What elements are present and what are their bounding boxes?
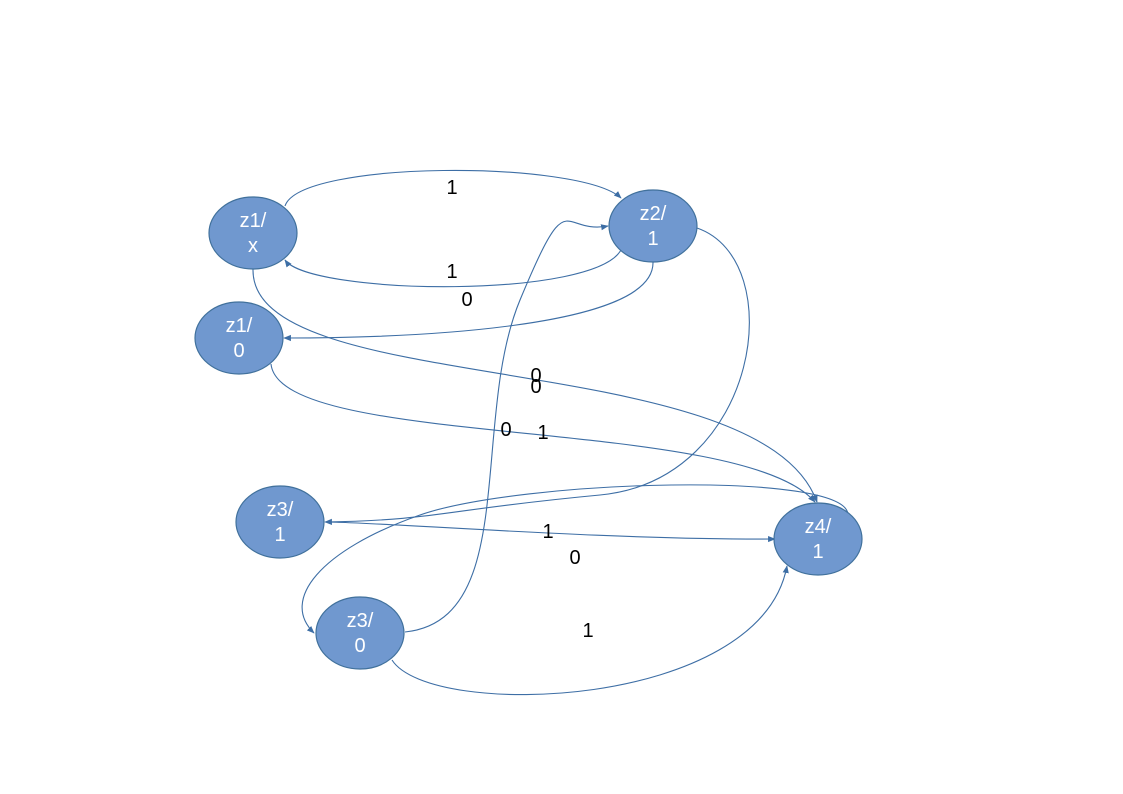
state-node-output: 1 [274,524,285,546]
edge-z4_1-to-z3_0 [301,484,849,634]
state-node-name: z3/ [347,610,374,632]
edge-z3_1-to-z4_1 [324,521,776,543]
edge-z3_0-to-z4_1 [391,565,789,696]
state-node-z1x: z1/x [208,196,298,270]
edge-z1x-to-z4_1 [252,268,818,503]
edge-z2_1-to-z1x [284,247,623,288]
state-node-name: z4/ [805,516,832,538]
edge-label-z4_1-to-z3_0: 0 [569,547,580,569]
state-node-z2_1: z2/1 [608,189,698,263]
edge-z3_0-to-z2_1 [404,220,609,633]
state-node-shape [208,196,298,270]
state-node-shape [608,189,698,263]
edge-z1_0-to-z4_1 [270,363,816,503]
state-node-shape [235,485,325,559]
state-node-name: z2/ [640,203,667,225]
edge-label-z1x-to-z4_1: 0 [530,365,541,387]
state-node-output: 0 [354,635,365,657]
state-node-shape [194,301,284,375]
edge-label-z1_0-to-z4_1: 1 [537,422,548,444]
state-node-output: 0 [233,340,244,362]
state-node-z3_1: z3/1 [235,485,325,559]
edge-z1x-to-z2_1 [284,169,622,207]
edge-label-z2_1-to-z1_0: 0 [461,289,472,311]
state-node-name: z3/ [267,499,294,521]
state-node-output: 1 [812,541,823,563]
edge-label-z3_1-to-z4_1: 0 [530,376,541,398]
edge-z2_1-to-z1_0 [283,261,654,342]
state-node-output: x [248,235,258,257]
state-node-z4_1: z4/1 [773,502,863,576]
edge-z2_1-to-z3_1 [324,227,750,525]
edges-layer [252,169,849,696]
state-node-name: z1/ [226,315,253,337]
state-node-shape [773,502,863,576]
state-node-z3_0: z3/0 [315,596,405,670]
state-node-name: z1/ [240,210,267,232]
edge-label-z3_0-to-z2_1: 0 [500,419,511,441]
edge-label-z3_0-to-z4_1: 1 [582,620,593,642]
edge-label-z2_1-to-z1x: 1 [446,261,457,283]
state-node-z1_0: z1/0 [194,301,284,375]
edge-label-z1x-to-z2_1: 1 [446,177,457,199]
edge-label-z2_1-to-z3_1: 1 [542,521,553,543]
state-node-shape [315,596,405,670]
state-node-output: 1 [647,228,658,250]
